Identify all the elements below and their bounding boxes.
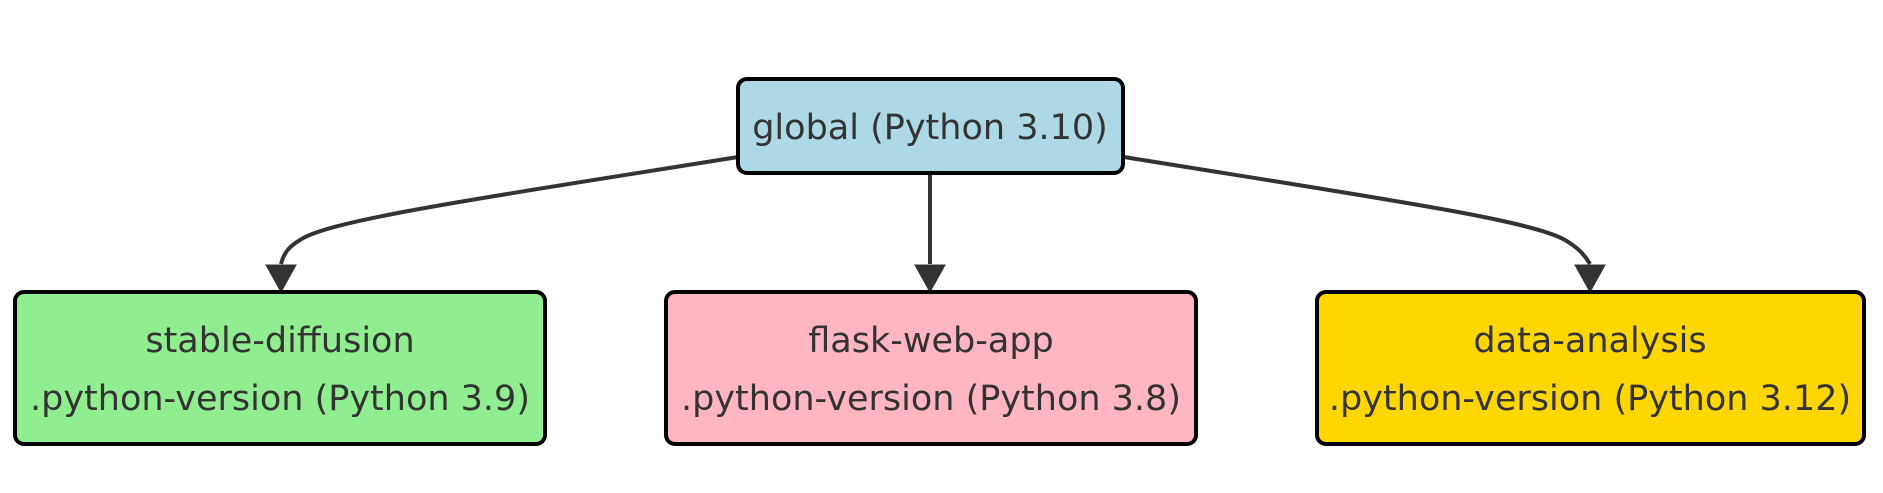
node-global-box	[736, 77, 1125, 175]
node-global: global (Python 3.10)	[736, 77, 1125, 175]
node-data-analysis: data-analysis .python-version (Python 3.…	[1315, 290, 1866, 446]
edge-global-to-stable-diffusion	[279, 155, 739, 265]
edges	[265, 155, 1606, 294]
node-flask-web-app-version: .python-version (Python 3.8)	[681, 379, 1181, 419]
edge-global-to-data-analysis	[1123, 155, 1592, 266]
node-flask-web-app-name: flask-web-app	[808, 321, 1054, 361]
node-stable-diffusion-version: .python-version (Python 3.9)	[30, 379, 530, 419]
arrowhead-flask-web-app	[914, 264, 946, 294]
node-stable-diffusion: stable-diffusion .python-version (Python…	[13, 290, 547, 446]
node-data-analysis-name: data-analysis	[1473, 321, 1706, 361]
node-stable-diffusion-box	[13, 290, 547, 446]
arrowhead-stable-diffusion	[265, 264, 297, 294]
node-stable-diffusion-name: stable-diffusion	[145, 321, 414, 361]
node-global-label: global (Python 3.10)	[752, 108, 1108, 148]
node-flask-web-app-box	[664, 290, 1198, 446]
node-data-analysis-version: .python-version (Python 3.12)	[1329, 379, 1851, 419]
node-data-analysis-box	[1315, 290, 1866, 446]
node-flask-web-app: flask-web-app .python-version (Python 3.…	[664, 290, 1198, 446]
arrowhead-data-analysis	[1574, 264, 1606, 294]
